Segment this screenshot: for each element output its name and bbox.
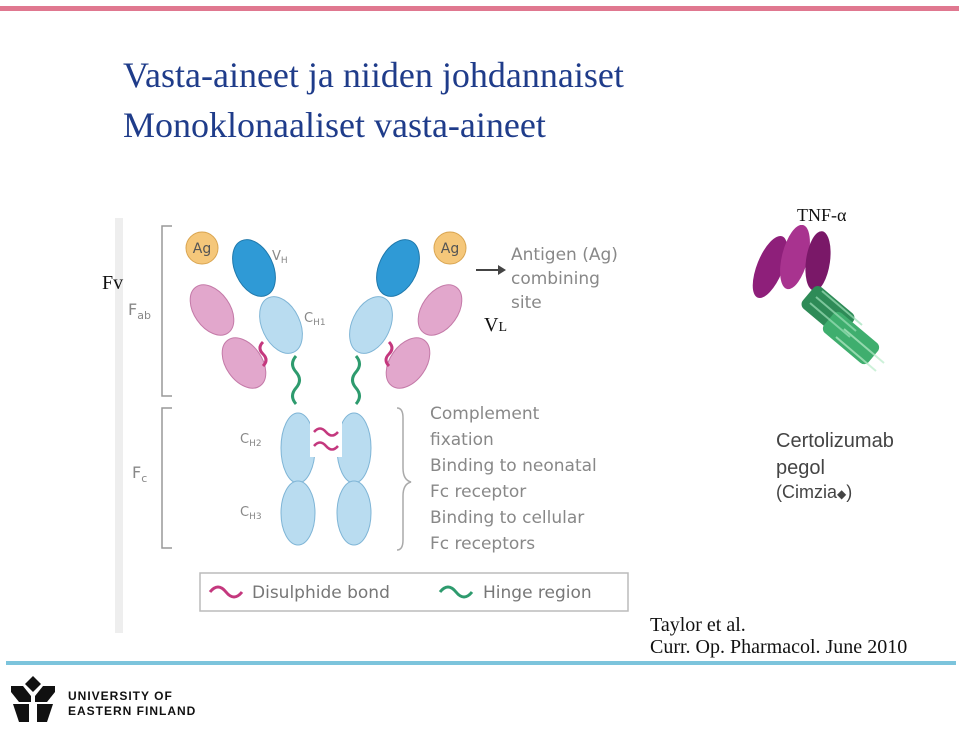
antibody-structure-figure: Fab Fc Ag Ag VH CH1 CH2 CH3 Antigen (Ag)… bbox=[110, 218, 650, 638]
citation: Taylor et al. Curr. Op. Pharmacol. June … bbox=[650, 614, 907, 658]
registered-mark-icon: ◆ bbox=[837, 487, 846, 501]
certolizumab-pegol-figure bbox=[740, 225, 940, 395]
top-accent-stripe bbox=[0, 6, 959, 11]
slide-subtitle: Monoklonaaliset vasta-aineet bbox=[123, 104, 546, 146]
heavy-ch2-right bbox=[337, 413, 371, 483]
university-logo-icon bbox=[8, 674, 58, 724]
drug-brand: (Cimzia◆) bbox=[776, 482, 852, 503]
antigen-left-label: Ag bbox=[193, 241, 211, 257]
legend-hinge-label: Hinge region bbox=[483, 583, 592, 603]
antigen-right-label: Ag bbox=[441, 241, 459, 257]
tnf-alpha-label: TNF-α bbox=[797, 205, 846, 226]
slide-title: Vasta-aineet ja niiden johdannaiset bbox=[123, 54, 624, 96]
heavy-ch3-right bbox=[337, 481, 371, 545]
fv-label: Fv bbox=[102, 272, 123, 295]
drug-name: Certolizumab pegol bbox=[776, 428, 894, 482]
legend-disulphide-label: Disulphide bond bbox=[252, 583, 390, 603]
vl-label: VL bbox=[484, 314, 507, 337]
heavy-ch3-left bbox=[281, 481, 315, 545]
university-name: UNIVERSITY OF EASTERN FINLAND bbox=[68, 689, 196, 719]
bottom-accent-stripe bbox=[6, 661, 956, 665]
heavy-ch2-left bbox=[281, 413, 315, 483]
